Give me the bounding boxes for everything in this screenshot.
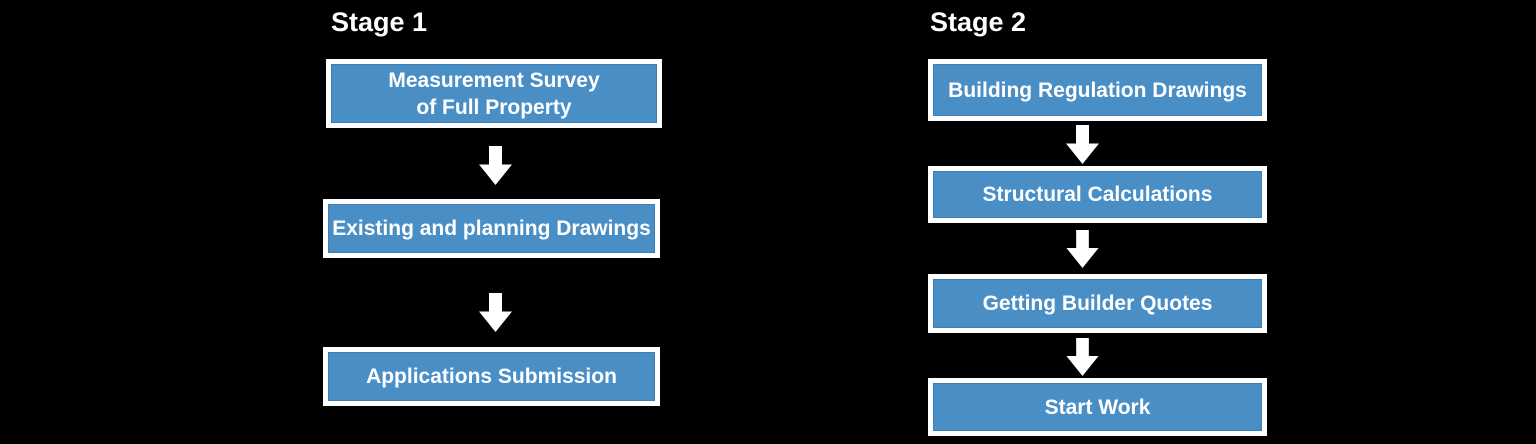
flow-step-start-work: Start Work bbox=[928, 378, 1267, 436]
down-arrow-icon bbox=[1066, 338, 1099, 376]
stage-2-title: Stage 2 bbox=[930, 7, 1027, 37]
flow-step-label: Building Regulation Drawings bbox=[948, 78, 1247, 102]
flow-step-label: Structural Calculations bbox=[982, 183, 1213, 206]
flow-step-measurement-survey: Measurement Survey of Full Property bbox=[326, 59, 662, 128]
flow-step-structural-calculations: Structural Calculations bbox=[928, 166, 1267, 223]
flow-step-box: Building Regulation Drawings bbox=[933, 64, 1262, 116]
down-arrow-icon bbox=[479, 146, 512, 185]
flow-step-box: Existing and planning Drawings bbox=[328, 204, 655, 253]
down-arrow-icon bbox=[1066, 125, 1099, 164]
flow-step-label: Measurement Survey of Full Property bbox=[388, 68, 600, 119]
flow-step-getting-builder-quotes: Getting Builder Quotes bbox=[928, 274, 1267, 333]
flow-step-box: Applications Submission bbox=[328, 352, 655, 401]
flow-step-box: Measurement Survey of Full Property bbox=[331, 64, 657, 123]
flow-step-box: Getting Builder Quotes bbox=[933, 279, 1262, 328]
down-arrow-icon bbox=[1066, 230, 1099, 268]
flow-step-box: Structural Calculations bbox=[933, 171, 1262, 218]
flow-step-applications-submission: Applications Submission bbox=[323, 347, 660, 406]
down-arrow-icon bbox=[479, 293, 512, 332]
flow-step-label: Getting Builder Quotes bbox=[982, 292, 1213, 315]
flow-step-label: Start Work bbox=[1044, 395, 1151, 419]
flow-step-box: Start Work bbox=[933, 383, 1262, 431]
stage-1-title: Stage 1 bbox=[331, 7, 428, 37]
flow-step-label: Existing and planning Drawings bbox=[332, 217, 651, 240]
flow-step-building-regulation-drawings: Building Regulation Drawings bbox=[928, 59, 1267, 121]
flow-step-label: Applications Submission bbox=[366, 365, 617, 388]
flow-step-existing-planning-drawings: Existing and planning Drawings bbox=[323, 199, 660, 258]
